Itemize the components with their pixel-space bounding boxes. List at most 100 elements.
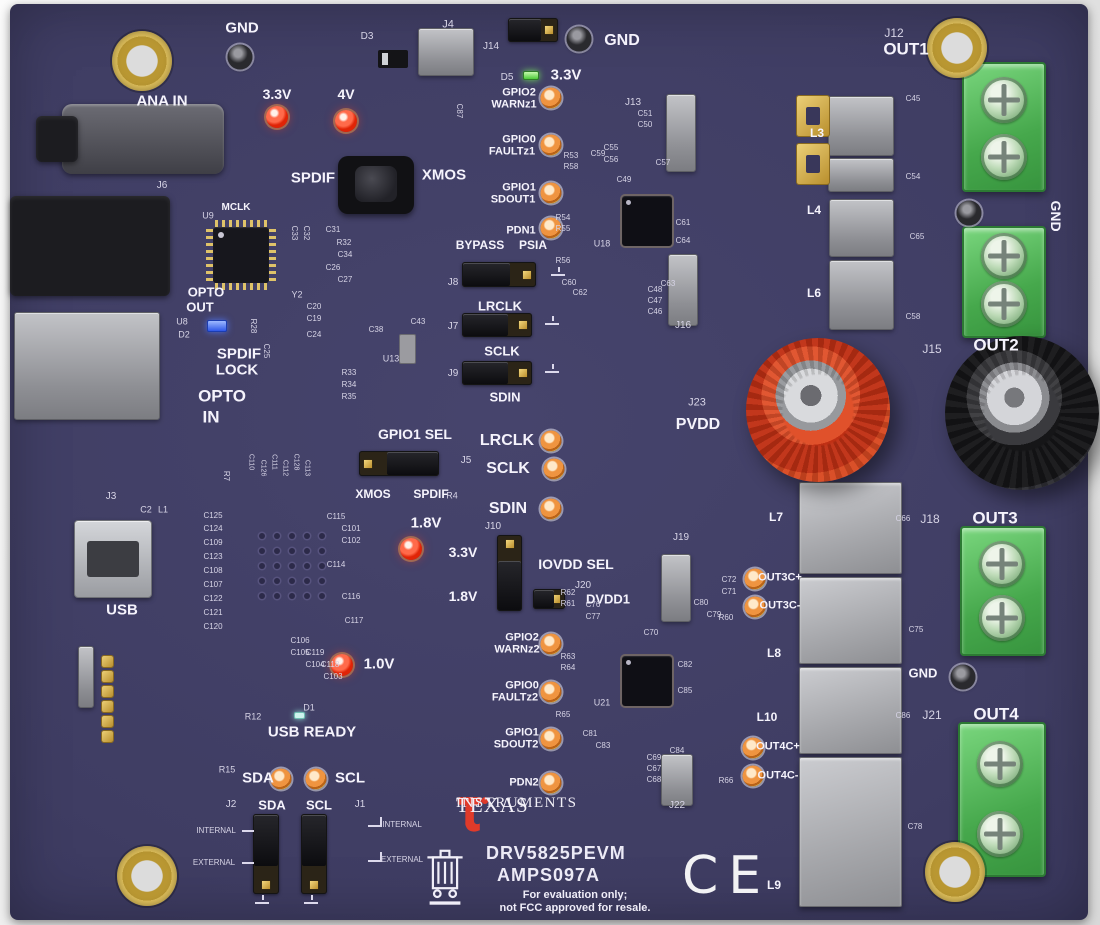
label-u21: U21 [593, 697, 611, 708]
label-c102: C102 [341, 536, 361, 545]
label-j5: J5 [460, 455, 472, 466]
label-mclk: MCLK [221, 202, 251, 213]
label-sdin: SDIN [488, 500, 528, 517]
module-l4-ind [829, 199, 894, 257]
board-model: DRV5825PEVM [486, 843, 626, 863]
label-d3: D3 [360, 31, 374, 42]
terminal-screw [981, 134, 1027, 180]
label-c112: C112 [281, 459, 289, 477]
label-r64: R64 [560, 663, 576, 672]
mounting-hole [927, 18, 987, 78]
label-r61: R61 [560, 599, 576, 608]
jumper-shunt [254, 815, 278, 866]
jumper-shunt [534, 590, 554, 608]
jumper-j20 [533, 589, 565, 609]
test-point [742, 737, 764, 759]
jumper-shunt [498, 561, 521, 610]
label-j16: J16 [674, 320, 692, 331]
jumper-j8 [462, 262, 536, 287]
eval-note-line1: For evaluation only; [522, 889, 628, 901]
label-c70: C70 [643, 628, 659, 637]
label-out: OUT [186, 299, 214, 315]
chip-u9 [206, 220, 276, 290]
label-u18: U18 [593, 238, 611, 249]
label-c114: C114 [326, 560, 346, 569]
test-point [540, 87, 562, 109]
jumper-shunt [463, 263, 510, 286]
label-external: EXTERNAL [192, 858, 236, 867]
jumper-shunt [463, 314, 508, 336]
via-pad [319, 578, 325, 584]
label-c59: C59 [590, 149, 606, 158]
module-xmos-switch [338, 156, 414, 214]
label-c103: C103 [323, 672, 343, 681]
label-1-8v: 1.8V [448, 588, 478, 604]
test-point [540, 182, 562, 204]
label-c78: C78 [907, 822, 923, 831]
via-pad [274, 548, 280, 554]
label-c63: C63 [660, 279, 676, 288]
label-internal: INTERNAL [382, 820, 422, 829]
label-j2: J2 [225, 799, 237, 810]
label-1-0v: 1.0V [363, 655, 395, 673]
label-l1: L1 [157, 504, 169, 515]
label-c61: C61 [675, 218, 691, 227]
label-l9: L9 [766, 878, 782, 892]
label-r4: R4 [446, 490, 458, 501]
test-point [540, 134, 562, 156]
terminal-screw [977, 811, 1023, 857]
label-r33: R33 [341, 368, 357, 377]
terminal-screw [981, 281, 1027, 327]
label-r35: R35 [341, 392, 357, 401]
label-u13: U13 [382, 353, 400, 364]
ground-symbol-icon [304, 895, 320, 911]
label-c66: C66 [895, 514, 911, 523]
chip-u13 [399, 334, 416, 364]
header-pin [523, 270, 531, 279]
screw-slot [1001, 84, 1007, 116]
label-r66: R66 [718, 776, 734, 785]
label-out3c: OUT3C+ [758, 571, 802, 584]
module-side-tab [78, 646, 94, 708]
label-opto: OPTO [198, 386, 246, 406]
header-pin [519, 369, 527, 377]
label-sclk: SCLK [484, 343, 520, 359]
label-c54: C54 [905, 172, 921, 181]
label-bypass: BYPASS [455, 238, 505, 252]
label-j1: J1 [354, 799, 366, 810]
label-r54: R54 [555, 213, 571, 222]
header-pin [545, 26, 553, 34]
label-c48: C48 [647, 285, 663, 294]
test-point [540, 430, 562, 452]
label-r63: R63 [560, 652, 576, 661]
header-pin [310, 881, 318, 889]
via-pad [304, 578, 310, 584]
label-r65: R65 [555, 710, 571, 719]
module-j16-mod [668, 254, 698, 326]
via-pad [274, 533, 280, 539]
label-c67: C67 [646, 764, 662, 773]
label-j10: J10 [484, 521, 502, 532]
banana-jack-pvdd-red [746, 338, 890, 482]
blue-led [207, 320, 227, 332]
label-c106: C106 [290, 636, 310, 645]
pcb-board-drv5825pevm: TEXAS INSTRUMENTS DRV5825PEVM AMPS097A F… [10, 4, 1099, 920]
via-pad [289, 533, 295, 539]
label-c20: C20 [306, 302, 322, 311]
label-c85: C85 [677, 686, 693, 695]
ti-logo-icon [457, 797, 489, 832]
label-gnd: GND [225, 19, 259, 37]
label-in: IN [202, 407, 220, 427]
gold-pad [102, 686, 113, 697]
label-usb: USB [106, 601, 138, 619]
label-iovdd-sel: IOVDD SEL [538, 556, 614, 572]
label-sdin: SDIN [489, 389, 521, 405]
label-c26: C26 [325, 263, 341, 272]
via-pad [304, 548, 310, 554]
via-pad [319, 563, 325, 569]
label-pdn1: PDN1 [506, 224, 536, 237]
label-c79: C79 [706, 610, 722, 619]
label-c27: C27 [337, 275, 353, 284]
module-ana-jack-tip [36, 116, 78, 162]
label-c121: C121 [203, 608, 223, 617]
